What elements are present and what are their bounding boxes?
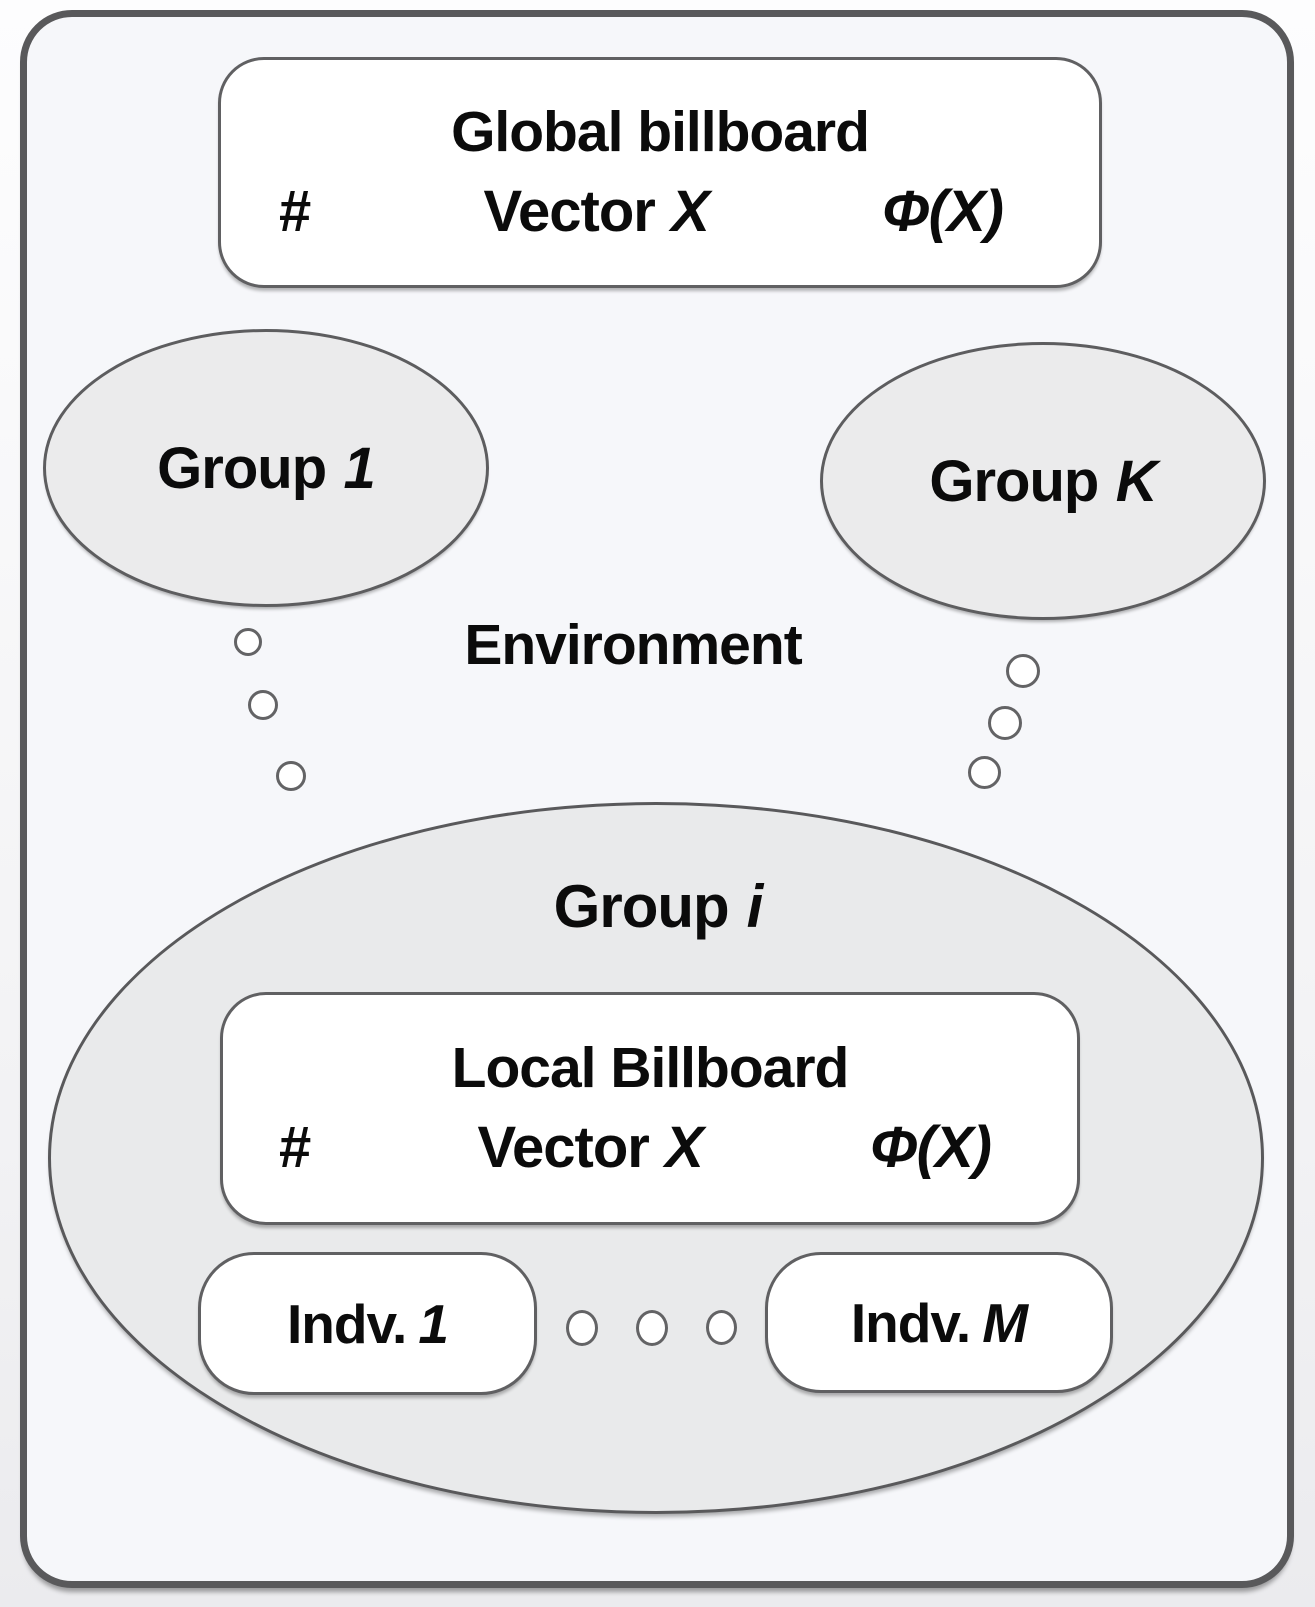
- individuals-ellipsis-dot-1: [566, 1310, 598, 1346]
- trail-dot-right-1: [1006, 654, 1040, 688]
- global-hash-symbol: #: [279, 178, 311, 244]
- environment-label: Environment: [464, 613, 802, 677]
- local-phi-label: Φ(X): [869, 1114, 992, 1180]
- individual-1-variable: 1: [418, 1292, 449, 1355]
- trail-dot-right-2: [988, 706, 1022, 740]
- local-billboard-title: Local Billboard: [451, 1036, 850, 1101]
- group-k-variable: K: [1115, 448, 1158, 514]
- trail-dot-right-3: [968, 756, 1001, 789]
- individual-m-label: Indv.M: [850, 1291, 1028, 1354]
- individual-1-box: Indv.1: [198, 1252, 537, 1395]
- trail-dot-left-1: [234, 628, 262, 656]
- global-billboard-title: Global billboard: [451, 100, 870, 165]
- individual-m-variable: M: [982, 1291, 1028, 1354]
- trail-dot-left-2: [248, 690, 278, 720]
- individual-1-label: Indv.1: [287, 1292, 449, 1355]
- group-i-variable: i: [746, 873, 764, 940]
- local-vector-variable: X: [665, 1114, 704, 1180]
- trail-dot-left-3: [276, 761, 306, 791]
- individual-m-box: Indv.M: [765, 1252, 1113, 1393]
- individuals-ellipsis-dot-2: [636, 1310, 668, 1346]
- global-vector-variable: X: [671, 178, 710, 244]
- individuals-ellipsis-dot-3: [706, 1310, 737, 1345]
- local-hash-symbol: #: [279, 1114, 311, 1180]
- global-phi-label: Φ(X): [881, 178, 1004, 244]
- group-1-variable: 1: [343, 435, 376, 501]
